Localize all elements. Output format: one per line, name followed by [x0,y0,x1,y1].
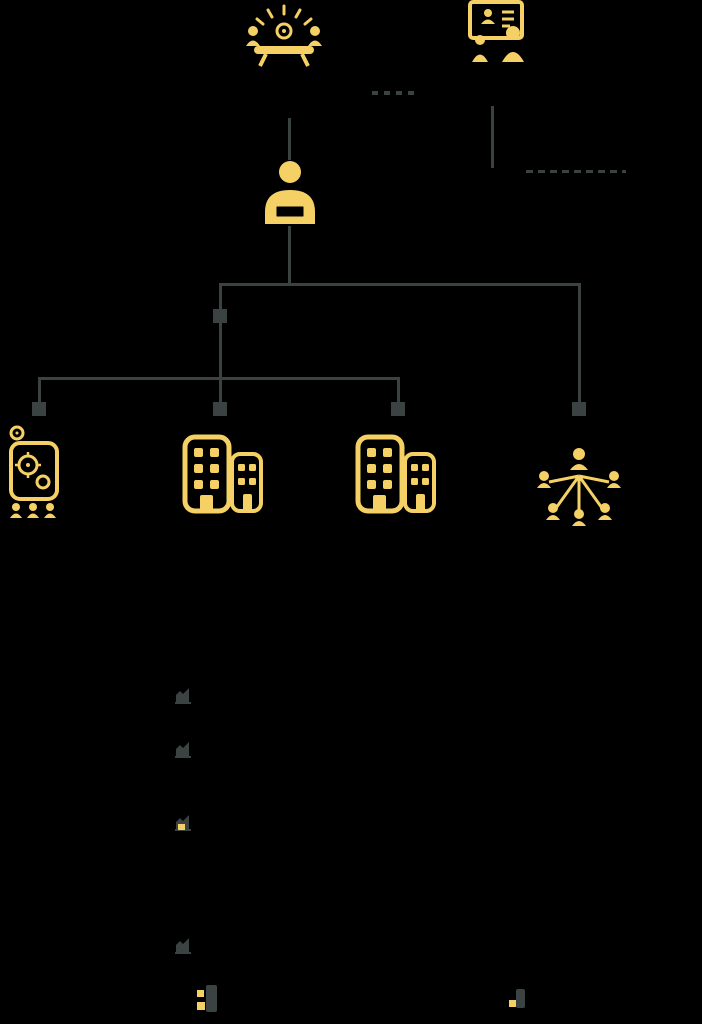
mini-chart-icon [174,740,192,758]
connector-node-square [213,309,227,323]
side-dashed-connector [526,170,626,173]
team-meeting-icon [244,4,324,68]
tree-horizontal-1 [219,283,581,286]
tree-drop-a [38,377,41,404]
tree-horizontal-2 [38,377,400,380]
mini-chart-icon [174,686,192,704]
mini-document-icon-accent [508,988,526,1012]
mini-chart-icon-accent [174,813,192,831]
top-dotted-connector [372,91,418,95]
meeting-to-manager-connector [288,118,291,160]
mini-document-icon-accent [196,984,218,1014]
manager-person-icon [262,160,318,224]
tree-drop-left [219,283,222,310]
tree-drop-right-long [578,283,581,404]
presentation-board-icon [456,0,536,62]
branch-square-3 [391,402,405,416]
tree-drop-middle [219,322,222,404]
clipboard-gears-icon [6,424,66,520]
branch-square-2 [213,402,227,416]
people-network-icon [534,446,624,530]
office-buildings-icon [355,434,437,514]
branch-square-1 [32,402,46,416]
presentation-vertical-connector [491,106,494,168]
branch-square-4 [572,402,586,416]
mini-chart-icon [174,936,192,954]
manager-down-connector [288,226,291,285]
office-buildings-icon [182,434,264,514]
tree-drop-c [397,377,400,404]
